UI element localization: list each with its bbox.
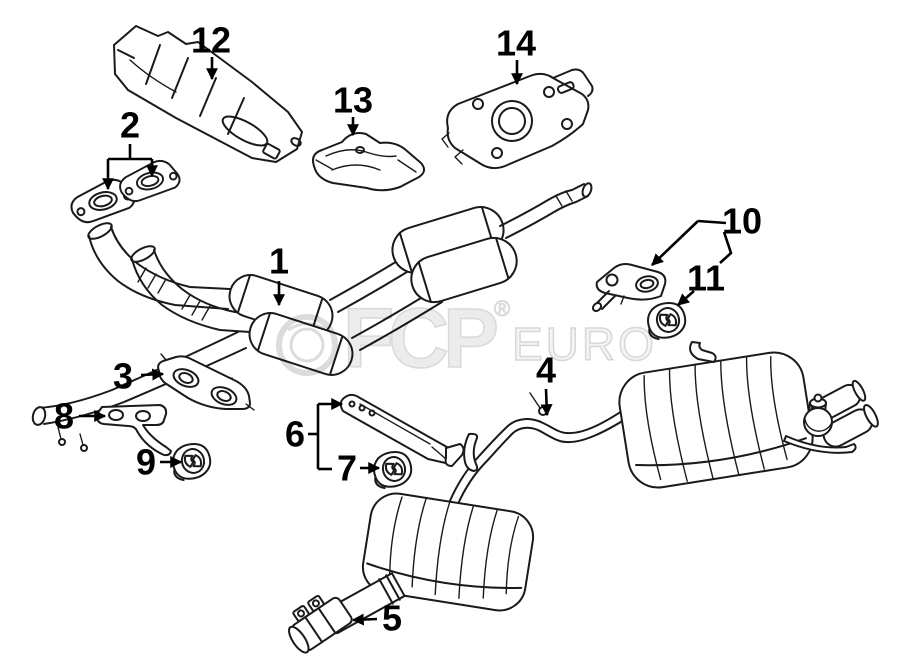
callout-14-label[interactable]: 14	[496, 23, 536, 64]
watermark-registered-icon: ®	[494, 296, 510, 321]
callout-13-label[interactable]: 13	[333, 80, 373, 121]
part-14-heat-shield[interactable]	[441, 68, 594, 170]
part-13-heat-shield-bracket[interactable]	[312, 132, 425, 192]
callout-4-leader	[540, 388, 553, 417]
part-2-exhaust-gaskets[interactable]	[66, 156, 184, 227]
callout-4-label[interactable]: 4	[536, 350, 556, 391]
part-3-mounting-bracket[interactable]	[157, 353, 255, 411]
part-1-front-pipe-catalytic-assembly[interactable]	[31, 182, 593, 452]
callout-3-leader	[140, 368, 165, 381]
callout-8-label[interactable]: 8	[54, 396, 74, 437]
gasket-rear[interactable]	[115, 156, 184, 206]
callout-3-label[interactable]: 3	[113, 356, 133, 397]
exhaust-tip-lower	[822, 403, 879, 448]
callout-5-leader	[351, 613, 378, 626]
callout-10-leader	[697, 219, 727, 225]
exhaust-flap-actuator	[803, 393, 833, 437]
fcp-logo-emblem	[276, 314, 338, 376]
part-8-hanger-bracket[interactable]	[95, 404, 172, 457]
center-muffler[interactable]	[320, 490, 537, 637]
callout-12-label[interactable]: 12	[191, 20, 231, 61]
callout-6-label[interactable]: 6	[285, 414, 305, 455]
part-7-rubber-mount[interactable]	[368, 447, 416, 492]
callout-11-leader	[677, 290, 695, 306]
callout-10-label[interactable]: 10	[722, 201, 762, 242]
rear-muffler[interactable]	[615, 341, 880, 492]
callout-9-label[interactable]: 9	[136, 442, 156, 483]
part-12-upper-heat-shield[interactable]	[113, 25, 303, 163]
part-10-hanger-bracket[interactable]	[591, 263, 667, 313]
callout-1-label[interactable]: 1	[269, 241, 289, 282]
callout-10-leader	[651, 220, 699, 266]
callout-10-leader	[719, 231, 733, 264]
catalytic-converter-rear[interactable]	[244, 308, 358, 381]
watermark-brand-bold: FCP	[343, 291, 497, 385]
exhaust-diagram-artwork	[31, 25, 880, 656]
part-5-exhaust-clamp[interactable]	[279, 587, 353, 656]
callout-7-label[interactable]: 7	[337, 448, 357, 489]
watermark-brand-light: EURO	[512, 318, 657, 370]
fcp-euro-watermark: FCP ® EURO	[276, 290, 657, 386]
callout-11-label[interactable]: 11	[687, 258, 725, 299]
callout-5-label[interactable]: 5	[382, 598, 402, 639]
callout-2-label[interactable]: 2	[120, 105, 140, 146]
resonator-lower[interactable]	[406, 232, 523, 308]
